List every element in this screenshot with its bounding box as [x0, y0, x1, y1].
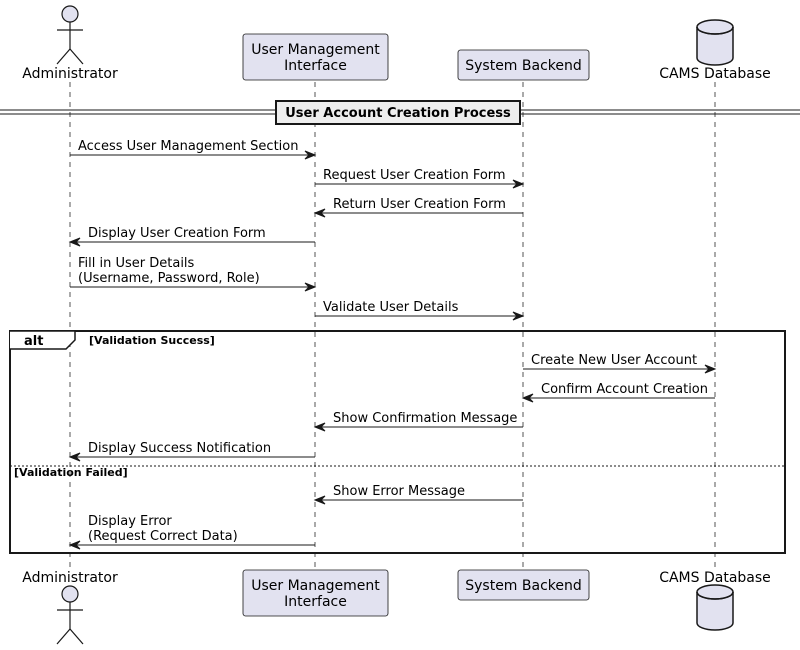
participant-label: Administrator — [22, 66, 118, 82]
database-rim — [696, 591, 734, 600]
arrow-head — [68, 237, 81, 247]
message-label: (Request Correct Data) — [88, 529, 238, 544]
participant-label: System Backend — [465, 578, 582, 594]
participant-box-umi — [242, 33, 389, 81]
arrow-head — [304, 150, 317, 160]
alt-guard: [Validation Failed] — [14, 466, 128, 479]
message: Create New User Account — [523, 353, 717, 374]
message-label: Confirm Account Creation — [541, 382, 708, 397]
message: Return User Creation Form — [313, 197, 523, 218]
message: Display Success Notification — [68, 441, 315, 462]
arrow-head — [68, 540, 81, 550]
actor-leg — [69, 48, 84, 65]
message-label: Display Success Notification — [88, 441, 271, 456]
participant-label: Interface — [284, 58, 347, 74]
arrow-head — [521, 393, 534, 403]
participant-box-backend — [457, 569, 590, 601]
actor-leg — [69, 628, 84, 645]
message-label: Request User Creation Form — [323, 168, 506, 183]
database-body — [696, 27, 734, 66]
database-icon — [696, 19, 734, 66]
message-label: Show Error Message — [333, 484, 465, 499]
message-label: Show Confirmation Message — [333, 411, 517, 426]
participant-label: Administrator — [22, 570, 118, 586]
message-label: (Username, Password, Role) — [78, 271, 260, 286]
message-label: Validate User Details — [323, 300, 459, 315]
message: Fill in User Details(Username, Password,… — [70, 256, 317, 292]
arrow-head — [313, 495, 326, 505]
message-label: Access User Management Section — [78, 139, 298, 154]
message: Display User Creation Form — [68, 226, 315, 247]
section-divider: User Account Creation Process — [0, 100, 800, 125]
message: Request User Creation Form — [315, 168, 525, 189]
actor-head — [61, 5, 79, 23]
message-label: Return User Creation Form — [333, 197, 506, 212]
message: Confirm Account Creation — [521, 382, 715, 403]
message-label: Display Error — [88, 514, 172, 529]
actor-icon — [56, 585, 84, 645]
alt-fragment: alt [Validation Success] [Validation Faile… — [9, 330, 786, 554]
participant-box-backend — [457, 49, 590, 81]
alt-tab — [10, 330, 76, 350]
database-body — [696, 592, 734, 631]
lifelines — [69, 82, 716, 570]
divider-box — [275, 100, 521, 125]
participant-admin: Administrator — [22, 570, 118, 645]
message-label: Create New User Account — [531, 353, 697, 368]
participant-label: User Management — [251, 42, 380, 58]
arrow-head — [512, 311, 525, 321]
arrow-head — [512, 179, 525, 189]
actor-leg — [56, 48, 71, 65]
participant-box-umi — [242, 569, 389, 617]
participant-label: CAMS Database — [659, 66, 771, 82]
alt-keyword: alt — [24, 334, 43, 349]
message: Show Error Message — [313, 484, 523, 505]
participant-label: System Backend — [465, 58, 582, 74]
database-rim — [696, 26, 734, 35]
arrow-head — [68, 452, 81, 462]
message: Show Confirmation Message — [313, 411, 523, 432]
participant-backend: System Backend — [457, 569, 590, 601]
participant-db: CAMS Database — [659, 570, 771, 631]
participant-label: User Management — [251, 578, 380, 594]
participant-label: Interface — [284, 594, 347, 610]
participant-label: CAMS Database — [659, 570, 771, 586]
database-icon — [696, 584, 734, 631]
divider-label: User Account Creation Process — [285, 106, 511, 121]
message: Validate User Details — [315, 300, 525, 321]
participant-db: CAMS Database — [659, 19, 771, 82]
arrow-head — [313, 422, 326, 432]
arrow-head — [313, 208, 326, 218]
participant-admin: Administrator — [22, 5, 118, 82]
arrow-head — [704, 364, 717, 374]
message: Access User Management Section — [70, 139, 317, 160]
message-label: Display User Creation Form — [88, 226, 266, 241]
actor-icon — [56, 5, 84, 65]
actor-head — [61, 585, 79, 603]
alt-guard: [Validation Success] — [89, 334, 215, 347]
actor-leg — [56, 628, 71, 645]
message-label: Fill in User Details — [78, 256, 195, 271]
participant-backend: System Backend — [457, 49, 590, 81]
arrow-head — [304, 282, 317, 292]
message: Display Error(Request Correct Data) — [68, 514, 315, 550]
alt-frame — [9, 330, 786, 554]
